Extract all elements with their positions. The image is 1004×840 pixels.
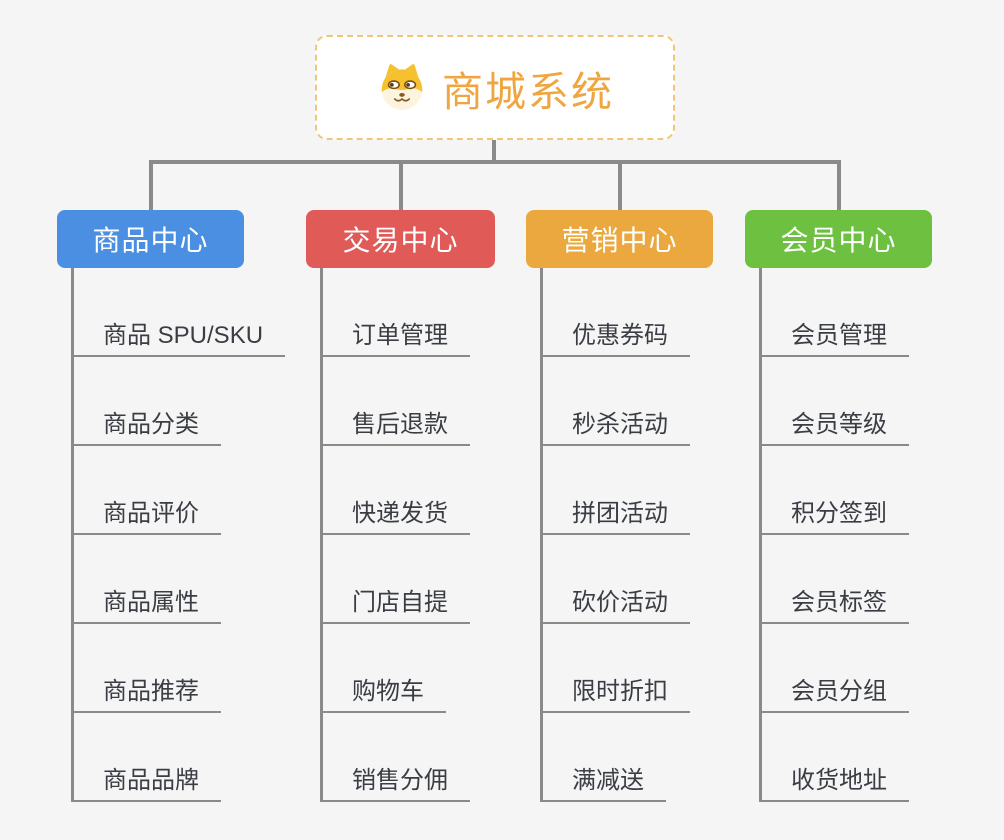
branch-node-member-center[interactable]: 会员中心 xyxy=(745,210,932,268)
leaf-topic[interactable]: 积分签到 xyxy=(762,493,909,535)
leaf-row: 砍价活动 xyxy=(543,535,690,624)
leaf-row: 会员管理 xyxy=(762,268,909,357)
leaf-topic[interactable]: 限时折扣 xyxy=(543,671,690,713)
leaf-topic[interactable]: 商品属性 xyxy=(74,582,221,624)
leaf-row: 快递发货 xyxy=(323,446,470,535)
leaf-row: 积分签到 xyxy=(762,446,909,535)
root-node[interactable]: 商城系统 xyxy=(315,35,675,140)
leaf-row: 拼团活动 xyxy=(543,446,690,535)
leaf-topic[interactable]: 门店自提 xyxy=(323,582,470,624)
connector-drop-trade xyxy=(399,160,403,212)
leaf-topic[interactable]: 优惠券码 xyxy=(543,315,690,357)
leaf-topic[interactable]: 满减送 xyxy=(543,760,666,802)
leaf-row: 售后退款 xyxy=(323,357,470,446)
leaf-row: 会员等级 xyxy=(762,357,909,446)
leaf-row: 商品评价 xyxy=(74,446,285,535)
leaf-topic[interactable]: 砍价活动 xyxy=(543,582,690,624)
leaf-row: 会员分组 xyxy=(762,624,909,713)
leaf-topic[interactable]: 商品品牌 xyxy=(74,760,221,802)
branch-children-product-center: 商品 SPU/SKU 商品分类 商品评价 商品属性 商品推荐 商品品牌 xyxy=(71,268,286,802)
leaf-row: 优惠券码 xyxy=(543,268,690,357)
connector-drop-marketing xyxy=(618,160,622,212)
branch-children-marketing-center: 优惠券码 秒杀活动 拼团活动 砍价活动 限时折扣 满减送 xyxy=(540,268,690,802)
leaf-topic[interactable]: 售后退款 xyxy=(323,404,470,446)
leaf-row: 购物车 xyxy=(323,624,470,713)
leaf-row: 订单管理 xyxy=(323,268,470,357)
leaf-row: 收货地址 xyxy=(762,713,909,802)
connector-drop-product xyxy=(149,160,153,212)
branch-children-member-center: 会员管理 会员等级 积分签到 会员标签 会员分组 收货地址 xyxy=(759,268,909,802)
leaf-topic[interactable]: 订单管理 xyxy=(323,315,470,357)
leaf-topic[interactable]: 秒杀活动 xyxy=(543,404,690,446)
leaf-topic[interactable]: 商品分类 xyxy=(74,404,221,446)
leaf-row: 商品属性 xyxy=(74,535,285,624)
leaf-row: 商品 SPU/SKU xyxy=(74,268,286,357)
dog-face-icon xyxy=(376,62,428,114)
leaf-row: 秒杀活动 xyxy=(543,357,690,446)
branch-node-trade-center[interactable]: 交易中心 xyxy=(306,210,495,268)
branch-node-marketing-center[interactable]: 营销中心 xyxy=(526,210,713,268)
leaf-topic[interactable]: 会员等级 xyxy=(762,404,909,446)
leaf-row: 会员标签 xyxy=(762,535,909,624)
connector-drop-member xyxy=(837,160,841,212)
leaf-topic[interactable]: 会员分组 xyxy=(762,671,909,713)
leaf-topic[interactable]: 商品评价 xyxy=(74,493,221,535)
leaf-topic[interactable]: 拼团活动 xyxy=(543,493,690,535)
leaf-row: 商品推荐 xyxy=(74,624,285,713)
leaf-topic[interactable]: 会员管理 xyxy=(762,315,909,357)
leaf-topic[interactable]: 销售分佣 xyxy=(323,760,470,802)
leaf-row: 商品分类 xyxy=(74,357,285,446)
leaf-topic[interactable]: 快递发货 xyxy=(323,493,470,535)
root-title: 商城系统 xyxy=(442,68,614,115)
leaf-topic[interactable]: 收货地址 xyxy=(762,760,909,802)
leaf-row: 满减送 xyxy=(543,713,690,802)
leaf-row: 门店自提 xyxy=(323,535,470,624)
connector-horizontal-bar xyxy=(149,160,841,164)
leaf-topic[interactable]: 会员标签 xyxy=(762,582,909,624)
leaf-topic[interactable]: 商品推荐 xyxy=(74,671,221,713)
leaf-topic[interactable]: 购物车 xyxy=(323,671,446,713)
leaf-row: 商品品牌 xyxy=(74,713,285,802)
connector-root-stem xyxy=(492,140,496,164)
leaf-topic[interactable]: 商品 SPU/SKU xyxy=(74,315,286,357)
leaf-row: 销售分佣 xyxy=(323,713,470,802)
branch-node-product-center[interactable]: 商品中心 xyxy=(57,210,244,268)
branch-children-trade-center: 订单管理 售后退款 快递发货 门店自提 购物车 销售分佣 xyxy=(320,268,470,802)
leaf-row: 限时折扣 xyxy=(543,624,690,713)
